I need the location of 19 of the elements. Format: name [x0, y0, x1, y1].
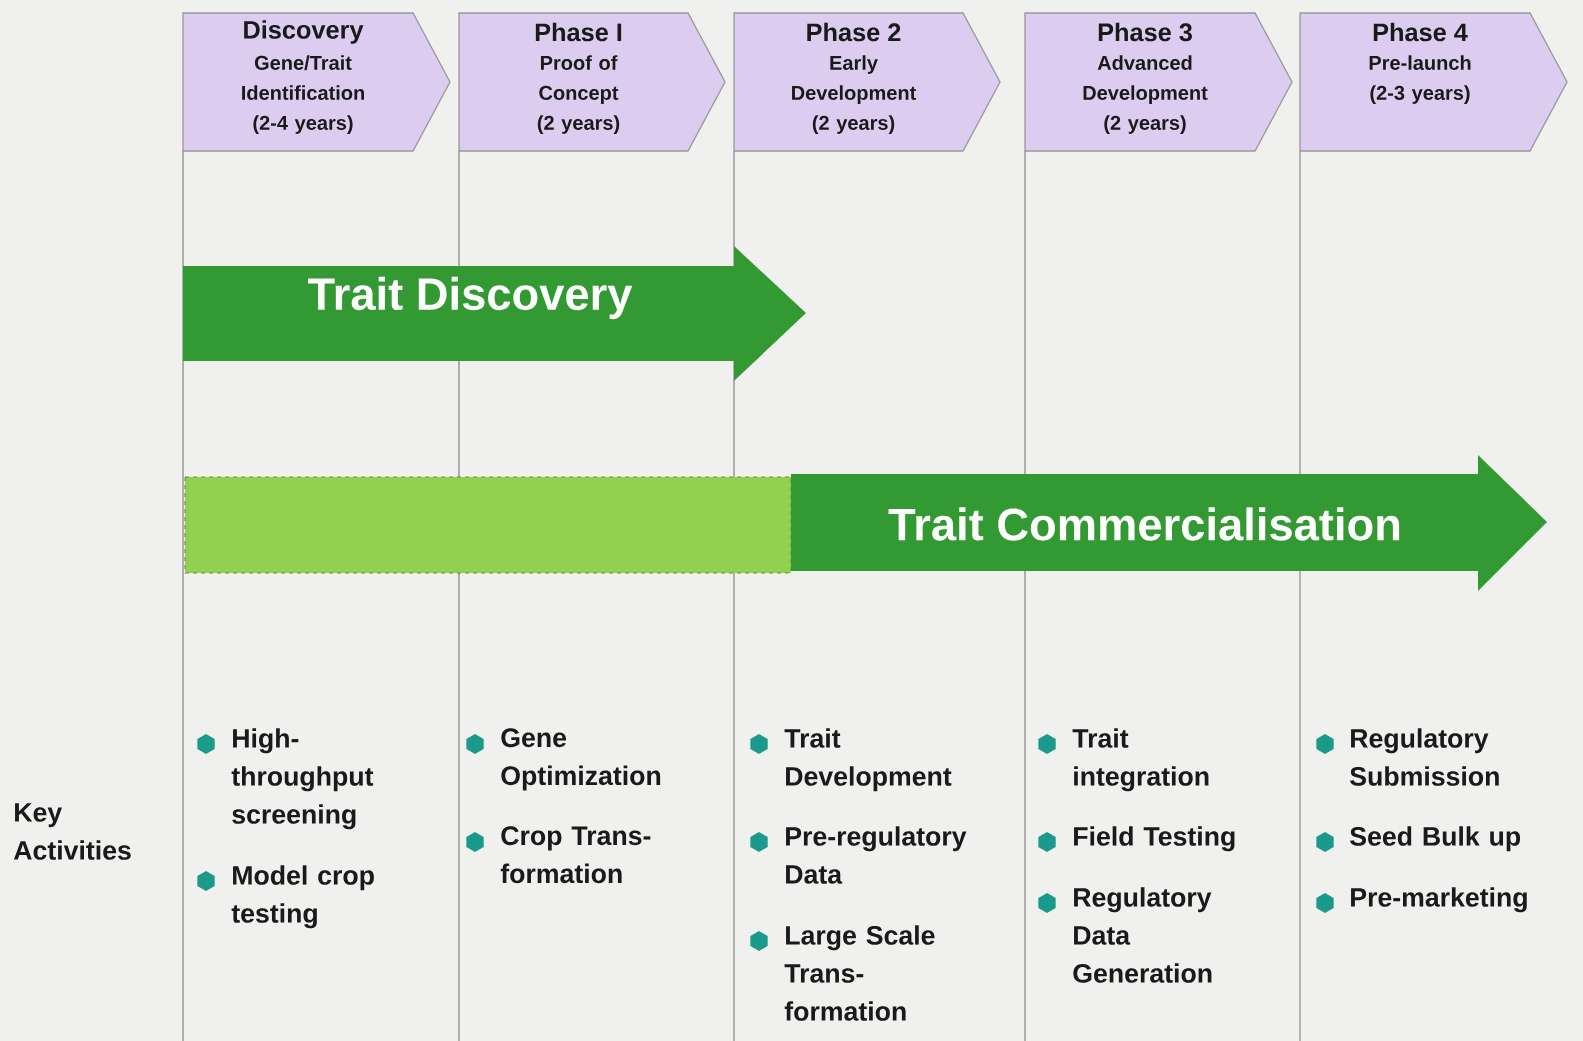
activity-text: Model crop testing: [231, 865, 374, 929]
activity-text: Field Testing: [1074, 826, 1235, 852]
phase-header: Discovery Gene/Trait Identification (2-4 years): [182, 12, 451, 152]
activity-text: Gene Optimization: [501, 728, 661, 791]
phase-header: Phase 3 Advanced Development (2 years): [1024, 12, 1293, 152]
activity-text: Crop Trans-formation: [500, 826, 651, 884]
phase-header: Phase I Proof of Concept (2 years): [458, 12, 726, 152]
activity-text: Regulatory Data Generation: [1073, 887, 1212, 983]
activity-text: Trait integration: [1072, 728, 1209, 792]
activity-text: Key Activities: [13, 803, 131, 860]
activity-text: Pre-marketing: [1351, 887, 1527, 913]
phase-header: Phase 2 Early Development (2 years): [733, 12, 1001, 152]
activity-text: Pre-regulatory Data: [786, 826, 967, 884]
activity-text: Regulatory Submission: [1350, 728, 1499, 786]
activity-text: Trait Development: [784, 728, 952, 792]
activity-text: High-throughput screening: [231, 728, 374, 830]
activity-text: Large Scale Trans-formation: [784, 925, 935, 1021]
activity-text: Seed Bulk up: [1350, 826, 1521, 852]
phase-header: Phase 4 Pre-launch (2-3 years): [1299, 12, 1568, 152]
